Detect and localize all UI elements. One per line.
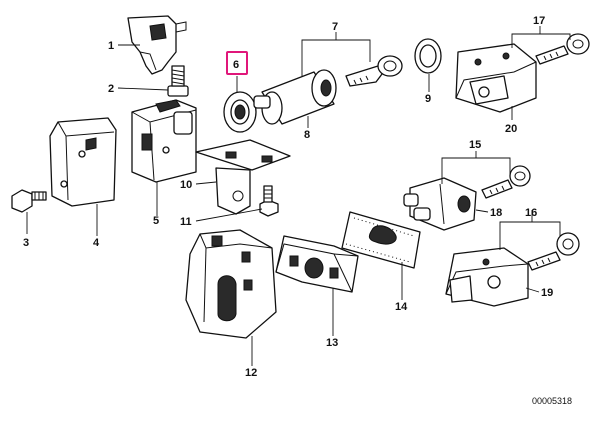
part-15-key[interactable] <box>481 165 531 199</box>
part-13-mounting-block[interactable] <box>275 235 359 293</box>
highlight-box <box>226 51 248 75</box>
part-12-base-plate[interactable] <box>185 229 277 339</box>
part-18-lock[interactable] <box>403 177 477 231</box>
callout-12: 12 <box>245 367 257 379</box>
callout-6: 6 <box>233 59 239 71</box>
part-4-bracket[interactable] <box>49 117 117 207</box>
callout-8: 8 <box>304 129 310 141</box>
callout-3: 3 <box>23 237 29 249</box>
callout-13: 13 <box>326 337 338 349</box>
part-10-latch-plate[interactable] <box>195 139 291 215</box>
callout-5: 5 <box>153 215 159 227</box>
callout-14: 14 <box>395 301 408 313</box>
part-1-clip[interactable] <box>127 15 187 75</box>
callout-7: 7 <box>332 21 338 33</box>
part-20-lock-housing[interactable] <box>455 43 537 113</box>
part-9-seal-ring[interactable] <box>414 38 442 74</box>
part-19-lock-housing[interactable] <box>445 247 529 307</box>
callout-17: 17 <box>533 15 545 27</box>
part-8-lock-cylinder[interactable] <box>253 69 337 125</box>
part-3-screw[interactable] <box>11 189 47 213</box>
part-7-key[interactable] <box>345 55 403 87</box>
part-5-bracket-plate[interactable] <box>131 99 197 183</box>
part-6-ring[interactable] <box>223 91 257 133</box>
callout-9: 9 <box>425 93 431 105</box>
callout-4: 4 <box>93 237 100 249</box>
callout-11: 11 <box>180 216 192 228</box>
part-11-bolt[interactable] <box>259 185 279 217</box>
document-number: 00005318 <box>532 396 572 406</box>
part-17-key[interactable] <box>535 33 590 65</box>
callout-15: 15 <box>469 139 481 151</box>
leader-lines <box>26 26 571 366</box>
callout-1: 1 <box>108 40 114 52</box>
callout-18: 18 <box>490 207 502 219</box>
callout-19: 19 <box>541 287 553 299</box>
callout-16: 16 <box>525 207 537 219</box>
callout-labels: 1 2 3 4 5 6 7 8 9 10 11 12 13 14 15 16 1… <box>23 15 553 379</box>
callout-2: 2 <box>108 83 114 95</box>
part-16-key[interactable] <box>527 232 580 271</box>
part-14-gasket[interactable] <box>341 211 421 269</box>
callout-10: 10 <box>180 179 192 191</box>
callout-20: 20 <box>505 123 517 135</box>
part-2-bolt[interactable] <box>167 65 189 97</box>
